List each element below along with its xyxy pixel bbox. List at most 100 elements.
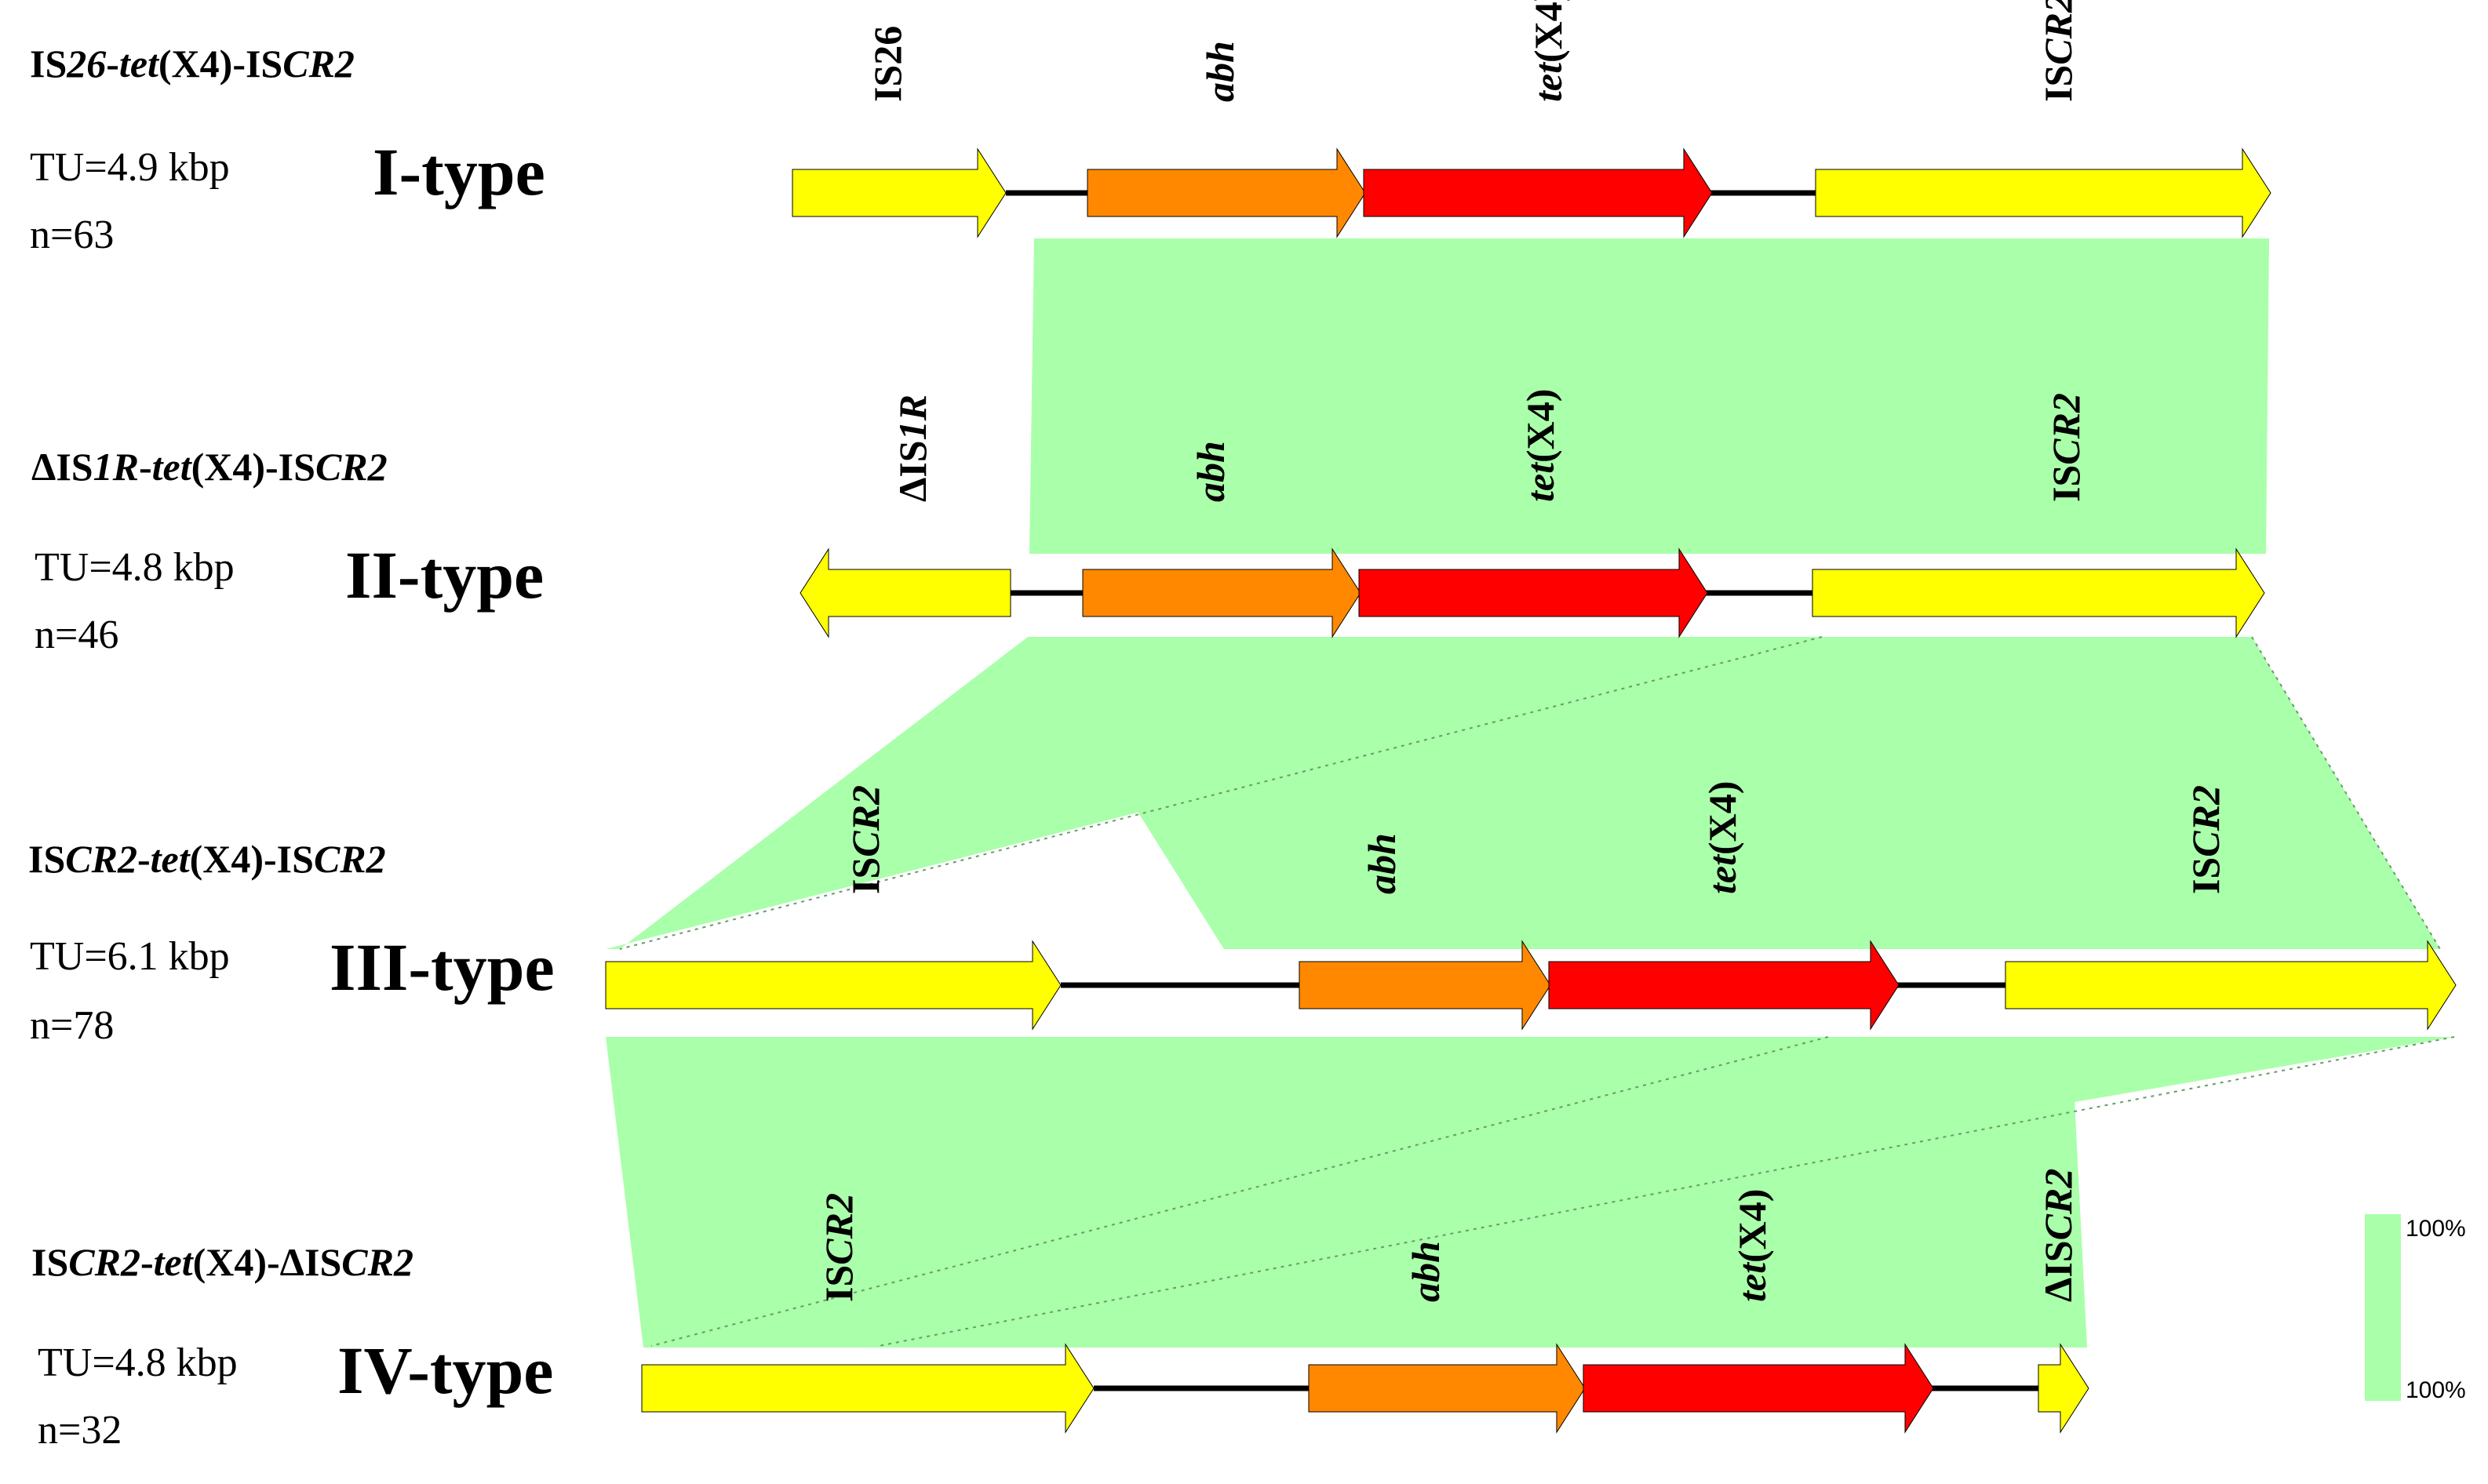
iscr2-arrow-icon xyxy=(1815,147,2271,238)
gene-label-part: abh xyxy=(1360,833,1404,894)
tu-size-label: TU=6.1 kbp xyxy=(30,934,230,979)
abh-arrow-icon xyxy=(1308,1343,1586,1434)
gene-label: ISCR2 xyxy=(2044,393,2088,502)
iscr2-arrow-icon xyxy=(1812,547,2265,638)
row-title-part: CR2 xyxy=(314,837,386,881)
delta-is1r-arrow-icon xyxy=(800,547,1011,638)
gene-label-part: (X4) xyxy=(1526,0,1570,63)
row-title-part: tet xyxy=(119,42,160,85)
row-title-part: CR2 xyxy=(282,42,355,85)
type-label: II-type xyxy=(345,537,544,613)
row-title-part: IS xyxy=(30,42,67,85)
gene-label-part: (X4) xyxy=(1518,389,1562,463)
abh-arrow-icon xyxy=(1082,547,1361,638)
delta-iscr2-arrow-icon xyxy=(2038,1343,2089,1434)
row-title-part: tet xyxy=(151,837,191,881)
gene-label: tet(X4) xyxy=(1730,1189,1774,1302)
gene-label-part: tet xyxy=(1700,853,1744,894)
gene-label-part: ΔIS xyxy=(891,440,934,502)
gene-label-part: IS26 xyxy=(865,26,909,102)
row-title: ΔIS1R-tet(X4)-ISCR2 xyxy=(31,445,388,489)
identity-legend-bottom-label: 100% xyxy=(2406,1377,2466,1403)
row-title: ISCR2-tet(X4)-ΔISCR2 xyxy=(31,1240,413,1284)
sample-count-label: n=46 xyxy=(35,613,118,657)
tet-x4-arrow-icon xyxy=(1363,147,1713,238)
row-title-part: CR2 xyxy=(341,1240,413,1284)
row-title-part: tet xyxy=(154,1240,195,1284)
gene-label-part: abh xyxy=(1198,41,1242,102)
row-title-part: (X4)-ΔIS xyxy=(193,1240,342,1284)
iscr2-arrow-icon xyxy=(2005,940,2457,1031)
row-title-part: CR2 xyxy=(65,837,137,881)
identity-block-edge xyxy=(2251,636,2441,950)
gene-label-part: IS xyxy=(817,1265,861,1302)
gene-label-part: IS xyxy=(2184,857,2228,894)
identity-block-edge xyxy=(878,1036,2455,1347)
row-title-part: (X4)-IS xyxy=(158,42,282,85)
sample-count-label: n=32 xyxy=(38,1408,122,1453)
iscr2-arrow-icon xyxy=(641,1343,1095,1434)
gene-label-part: (X4) xyxy=(1730,1189,1774,1263)
identity-block-edge xyxy=(619,636,1823,950)
row-title-part: IS xyxy=(28,837,65,881)
row-title-part: - xyxy=(106,42,119,85)
is26-arrow-icon xyxy=(792,147,1007,238)
gene-label-part: IS xyxy=(2044,465,2088,502)
row-title-part: - xyxy=(140,1240,154,1284)
gene-label: abh xyxy=(1360,833,1404,894)
identity-block-edge xyxy=(650,1036,1829,1347)
gene-label: tet(X4) xyxy=(1518,389,1562,502)
gene-label-part: CR2 xyxy=(817,1193,861,1265)
row-title-part: ΔIS xyxy=(31,445,93,489)
identity-legend-top-label: 100% xyxy=(2406,1216,2466,1242)
gene-label: ISCR2 xyxy=(817,1193,861,1302)
row-title-part: CR2 xyxy=(315,445,388,489)
gene-label: ISCR2 xyxy=(843,785,887,894)
row-title-part: (X4)-IS xyxy=(190,837,314,881)
gene-label-part: CR2 xyxy=(843,785,887,857)
gene-label: abh xyxy=(1189,441,1233,502)
type-label: III-type xyxy=(330,929,555,1005)
row-title-part: - xyxy=(139,445,152,489)
identity-blocks xyxy=(606,238,2455,1348)
row-title-part: (X4)-IS xyxy=(191,445,315,489)
row-title-part: IS xyxy=(31,1240,68,1284)
gene-label: ISCR2 xyxy=(2184,785,2228,894)
identity-legend: 100% 100% xyxy=(2365,1214,2466,1403)
identity-legend-swatch xyxy=(2365,1214,2401,1401)
row-title-part: tet xyxy=(152,445,193,489)
gene-label: IS26 xyxy=(865,26,909,102)
type-label: IV-type xyxy=(337,1333,553,1408)
abh-arrow-icon xyxy=(1087,147,1366,238)
tu-size-label: TU=4.9 kbp xyxy=(30,145,230,190)
gene-label: abh xyxy=(1404,1241,1448,1302)
gene-label-part: CR2 xyxy=(2036,1169,2080,1241)
tet-x4-arrow-icon xyxy=(1548,940,1900,1031)
row-title-part: - xyxy=(137,837,151,881)
row-title: ISCR2-tet(X4)-ISCR2 xyxy=(28,837,386,881)
tet-x4-arrow-icon xyxy=(1583,1343,1934,1434)
row-title-part: CR2 xyxy=(68,1240,140,1284)
row-title-part: 26 xyxy=(66,42,106,85)
sample-count-label: n=78 xyxy=(30,1003,114,1048)
gene-label-part: 1R xyxy=(891,395,934,440)
gene-label: tet(X4) xyxy=(1700,781,1744,894)
gene-label: ΔISCR2 xyxy=(2036,1169,2080,1302)
gene-label-part: CR2 xyxy=(2184,785,2228,857)
gene-label: ΔIS1R xyxy=(891,395,934,502)
gene-label-part: abh xyxy=(1189,441,1233,502)
gene-label-part: IS xyxy=(2036,65,2080,102)
gene-label-part: CR2 xyxy=(2044,393,2088,465)
gene-label: tet(X4) xyxy=(1526,0,1570,102)
identity-block-ii-iii xyxy=(1028,637,2440,949)
sample-count-label: n=63 xyxy=(30,213,114,257)
row-title: IS26-tet(X4)-ISCR2 xyxy=(30,42,355,85)
gene-label-part: tet xyxy=(1730,1261,1774,1302)
gene-label: ISCR2 xyxy=(2036,0,2080,102)
row-title-part: 1R xyxy=(93,445,139,489)
